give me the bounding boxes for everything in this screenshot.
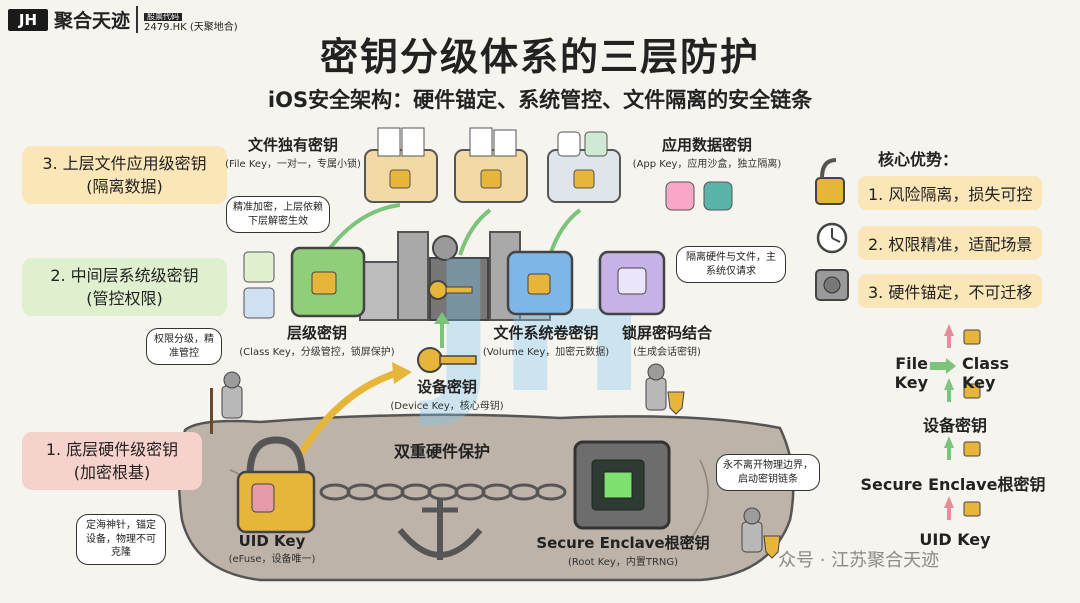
brand-name: 聚合天迹 (54, 10, 131, 33)
app-folder (547, 131, 621, 203)
file-key-label: 文件独有密钥 (File Key，一对一，专属小锁) (218, 134, 368, 170)
volume-key-safe (506, 250, 574, 316)
chain-device-key: 设备密钥 (922, 416, 987, 435)
stock-label: 股票代码 (144, 12, 183, 22)
bubble-isolation: 隔离硬件与文件，主系统仅请求 (676, 246, 786, 283)
stock-info: 股票代码 2479.HK (天聚地合) (136, 6, 238, 34)
clock-icon (816, 222, 848, 254)
device-key-name: 设备密钥 (416, 378, 477, 396)
bubble-nested: 精准加密，上层依赖下层解密生效 (226, 196, 330, 233)
layer-top-note: (隔离数据) (86, 177, 163, 197)
advantage-item-3: 3. 硬件锚定，不可迁移 (858, 274, 1043, 308)
layer-bottom-title: 1. 底层硬件级密钥 (45, 440, 179, 459)
brand-logo: JH 聚合天迹 股票代码 2479.HK (天聚地合) (8, 6, 238, 34)
class-key-name: 层级密钥 (286, 324, 347, 342)
lockscreen-safe (598, 250, 666, 316)
advantage-item-1: 1. 风险隔离，损失可控 (858, 176, 1043, 210)
class-key-desc: (Class Key，分级管控，锁屏保护) (239, 347, 395, 358)
device-key-label: 设备密钥 (Device Key，核心母钥) (382, 376, 512, 412)
lockscreen-desc: (生成会话密钥) (633, 347, 701, 358)
page-title: 密钥分级体系的三层防护 (319, 35, 760, 79)
layer-top-title: 3. 上层文件应用级密钥 (42, 154, 207, 173)
file-folder-2 (454, 127, 528, 203)
app-key-desc: (App Key，应用沙盒，独立隔离) (632, 159, 782, 170)
root-key-name: Secure Enclave根密钥 (536, 534, 710, 552)
device-key-desc: (Device Key，核心母钥) (390, 401, 504, 412)
secure-enclave-safe (573, 440, 671, 530)
app-key-name: 应用数据密钥 (661, 136, 752, 154)
uid-key-desc: (eFuse，设备唯一) (228, 554, 316, 565)
layer-middle-label: 2. 中间层系统级密钥 (管控权限) (22, 258, 227, 317)
layer-middle-title: 2. 中间层系统级密钥 (50, 266, 199, 285)
volume-key-label: 文件系统卷密钥 (Volume Key，加密元数据) (472, 322, 620, 358)
layer-top-label: 3. 上层文件应用级密钥 (隔离数据) (22, 146, 227, 205)
stock-code: 2479.HK (天聚地合) (144, 21, 238, 33)
knight-left (210, 371, 243, 434)
broken-lock-icon (815, 158, 845, 205)
anchor-icon (397, 498, 483, 560)
bubble-permission: 权限分级，精准管控 (146, 328, 222, 365)
file-key-name: 文件独有密钥 (247, 136, 338, 154)
volume-key-desc: (Volume Key，加密元数据) (482, 347, 610, 358)
layer-middle-note: (管控权限) (86, 289, 163, 309)
lock-open-icon (243, 251, 275, 283)
chain-class-key: Class Key (962, 354, 1010, 392)
advantage-item-2: 2. 权限精准，适配场景 (858, 226, 1043, 260)
knight-right (741, 507, 781, 559)
advantages-heading: 核心优势： (878, 150, 959, 169)
device-key-icon (417, 347, 477, 373)
gate-key-icon (428, 280, 473, 300)
bubble-anchor: 定海神针，锚定设备，物理不可克隆 (76, 514, 166, 565)
gear-icon (432, 235, 458, 261)
layers-app-icon (703, 181, 733, 211)
lock-icon-small (243, 287, 275, 319)
file-folder-1 (364, 127, 438, 203)
chain-arrows (930, 324, 981, 520)
root-key-label: Secure Enclave根密钥 (Root Key，内置TRNG) (528, 532, 718, 568)
page-subtitle: iOS安全架构：硬件锚定、系统管控、文件隔离的安全链条 (267, 88, 813, 112)
dual-protection-label: 双重硬件保护 (393, 442, 490, 461)
lockscreen-name: 锁屏密码结合 (621, 324, 712, 342)
class-key-label: 层级密钥 (Class Key，分级管控，锁屏保护) (232, 322, 402, 358)
knight-middle (645, 363, 685, 415)
file-key-desc: (File Key，一对一，专属小锁) (225, 159, 361, 170)
root-key-desc: (Root Key，内置TRNG) (567, 557, 679, 568)
logo-mark: JH (8, 8, 48, 31)
uid-key-label: UID Key (eFuse，设备唯一) (212, 532, 332, 565)
class-key-safe (290, 246, 366, 318)
uid-lock (236, 436, 316, 534)
photos-app-icon (665, 181, 695, 211)
layer-bottom-label: 1. 底层硬件级密钥 (加密根基) (22, 432, 202, 491)
app-key-label: 应用数据密钥 (App Key，应用沙盒，独立隔离) (622, 134, 792, 170)
layer-bottom-note: (加密根基) (73, 463, 151, 483)
chain-root-key: Secure Enclave根密钥 (860, 475, 1046, 494)
volume-key-name: 文件系统卷密钥 (493, 324, 599, 342)
chain (319, 483, 567, 501)
bubble-boundary: 永不离开物理边界，启动密钥链条 (716, 454, 820, 491)
uid-key-name: UID Key (238, 532, 306, 550)
lockscreen-label: 锁屏密码结合 (生成会话密钥) (612, 322, 722, 358)
chain-uid-key: UID Key (919, 530, 991, 549)
watermark-text: 众号 · 江苏聚合天迹 (778, 550, 940, 571)
vault-icon (815, 269, 849, 301)
chain-file-key: File Key (894, 354, 928, 392)
